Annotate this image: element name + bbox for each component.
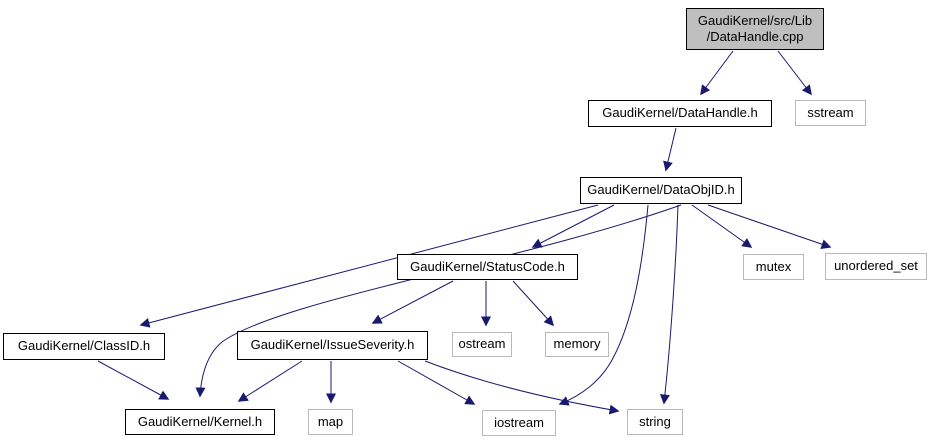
node-classid-h[interactable]: GaudiKernel/ClassID.h bbox=[3, 333, 165, 360]
node-iostream: iostream bbox=[482, 410, 556, 436]
node-label: GaudiKernel/ClassID.h bbox=[17, 338, 151, 354]
node-label: GaudiKernel/src/Lib bbox=[697, 12, 813, 28]
node-string: string bbox=[627, 409, 683, 435]
node-map: map bbox=[308, 409, 353, 435]
node-dataobjid-h[interactable]: GaudiKernel/DataObjID.h bbox=[580, 177, 742, 204]
node-datahandle-h[interactable]: GaudiKernel/DataHandle.h bbox=[588, 100, 772, 127]
node-label: ostream bbox=[458, 336, 506, 352]
node-unordered-set: unordered_set bbox=[825, 253, 927, 280]
node-sstream: sstream bbox=[795, 100, 866, 126]
edge-issueseverity-h-to-string bbox=[424, 360, 620, 415]
edge-issueseverity-h-to-kernel-h bbox=[237, 360, 303, 402]
node-label: GaudiKernel/StatusCode.h bbox=[410, 258, 565, 274]
node-label: GaudiKernel/IssueSeverity.h bbox=[250, 337, 415, 353]
node-memory: memory bbox=[545, 332, 609, 357]
node-label: /DataHandle.cpp bbox=[706, 29, 804, 44]
node-label: GaudiKernel/Kernel.h bbox=[137, 413, 263, 429]
node-label: GaudiKernel/DataHandle.h bbox=[602, 105, 758, 121]
node-label: memory bbox=[553, 336, 601, 352]
edge-dataobjid-h-to-classid-h bbox=[139, 204, 599, 328]
edge-dataobjid-h-to-string bbox=[659, 204, 679, 405]
node-datahandle-cpp: GaudiKernel/src/Lib /DataHandle.cpp bbox=[686, 8, 824, 50]
edge-dataobjid-h-to-unordered-set bbox=[707, 204, 832, 249]
node-label: unordered_set bbox=[834, 258, 918, 274]
edge-cpp-to-datahandle-h bbox=[700, 50, 734, 96]
edge-issueseverity-h-to-iostream bbox=[397, 360, 476, 405]
node-mutex: mutex bbox=[743, 254, 804, 280]
edge-dataobjid-h-to-iostream bbox=[558, 204, 649, 406]
node-label: iostream bbox=[494, 414, 544, 430]
edge-statuscode-h-to-issueseverity-h bbox=[371, 280, 454, 324]
edge-cpp-to-sstream bbox=[777, 50, 812, 96]
node-label: mutex bbox=[755, 258, 792, 274]
node-label: string bbox=[639, 413, 671, 429]
node-issueseverity-h[interactable]: GaudiKernel/IssueSeverity.h bbox=[237, 331, 428, 360]
node-statuscode-h[interactable]: GaudiKernel/StatusCode.h bbox=[397, 254, 578, 280]
edge-classid-h-to-kernel-h bbox=[97, 360, 170, 400]
node-label: map bbox=[317, 413, 344, 429]
node-ostream: ostream bbox=[452, 332, 512, 357]
edge-datahandle-h-to-dataobjid-h bbox=[663, 127, 677, 172]
node-label: sstream bbox=[807, 104, 854, 120]
edge-dataobjid-h-to-kernel-h bbox=[195, 204, 682, 398]
node-label: GaudiKernel/DataObjID.h bbox=[587, 182, 735, 198]
edge-dataobjid-h-to-statuscode-h bbox=[531, 204, 615, 248]
node-kernel-h[interactable]: GaudiKernel/Kernel.h bbox=[125, 409, 275, 435]
edge-dataobjid-h-to-mutex bbox=[691, 204, 753, 248]
edge-statuscode-h-to-memory bbox=[512, 280, 555, 327]
